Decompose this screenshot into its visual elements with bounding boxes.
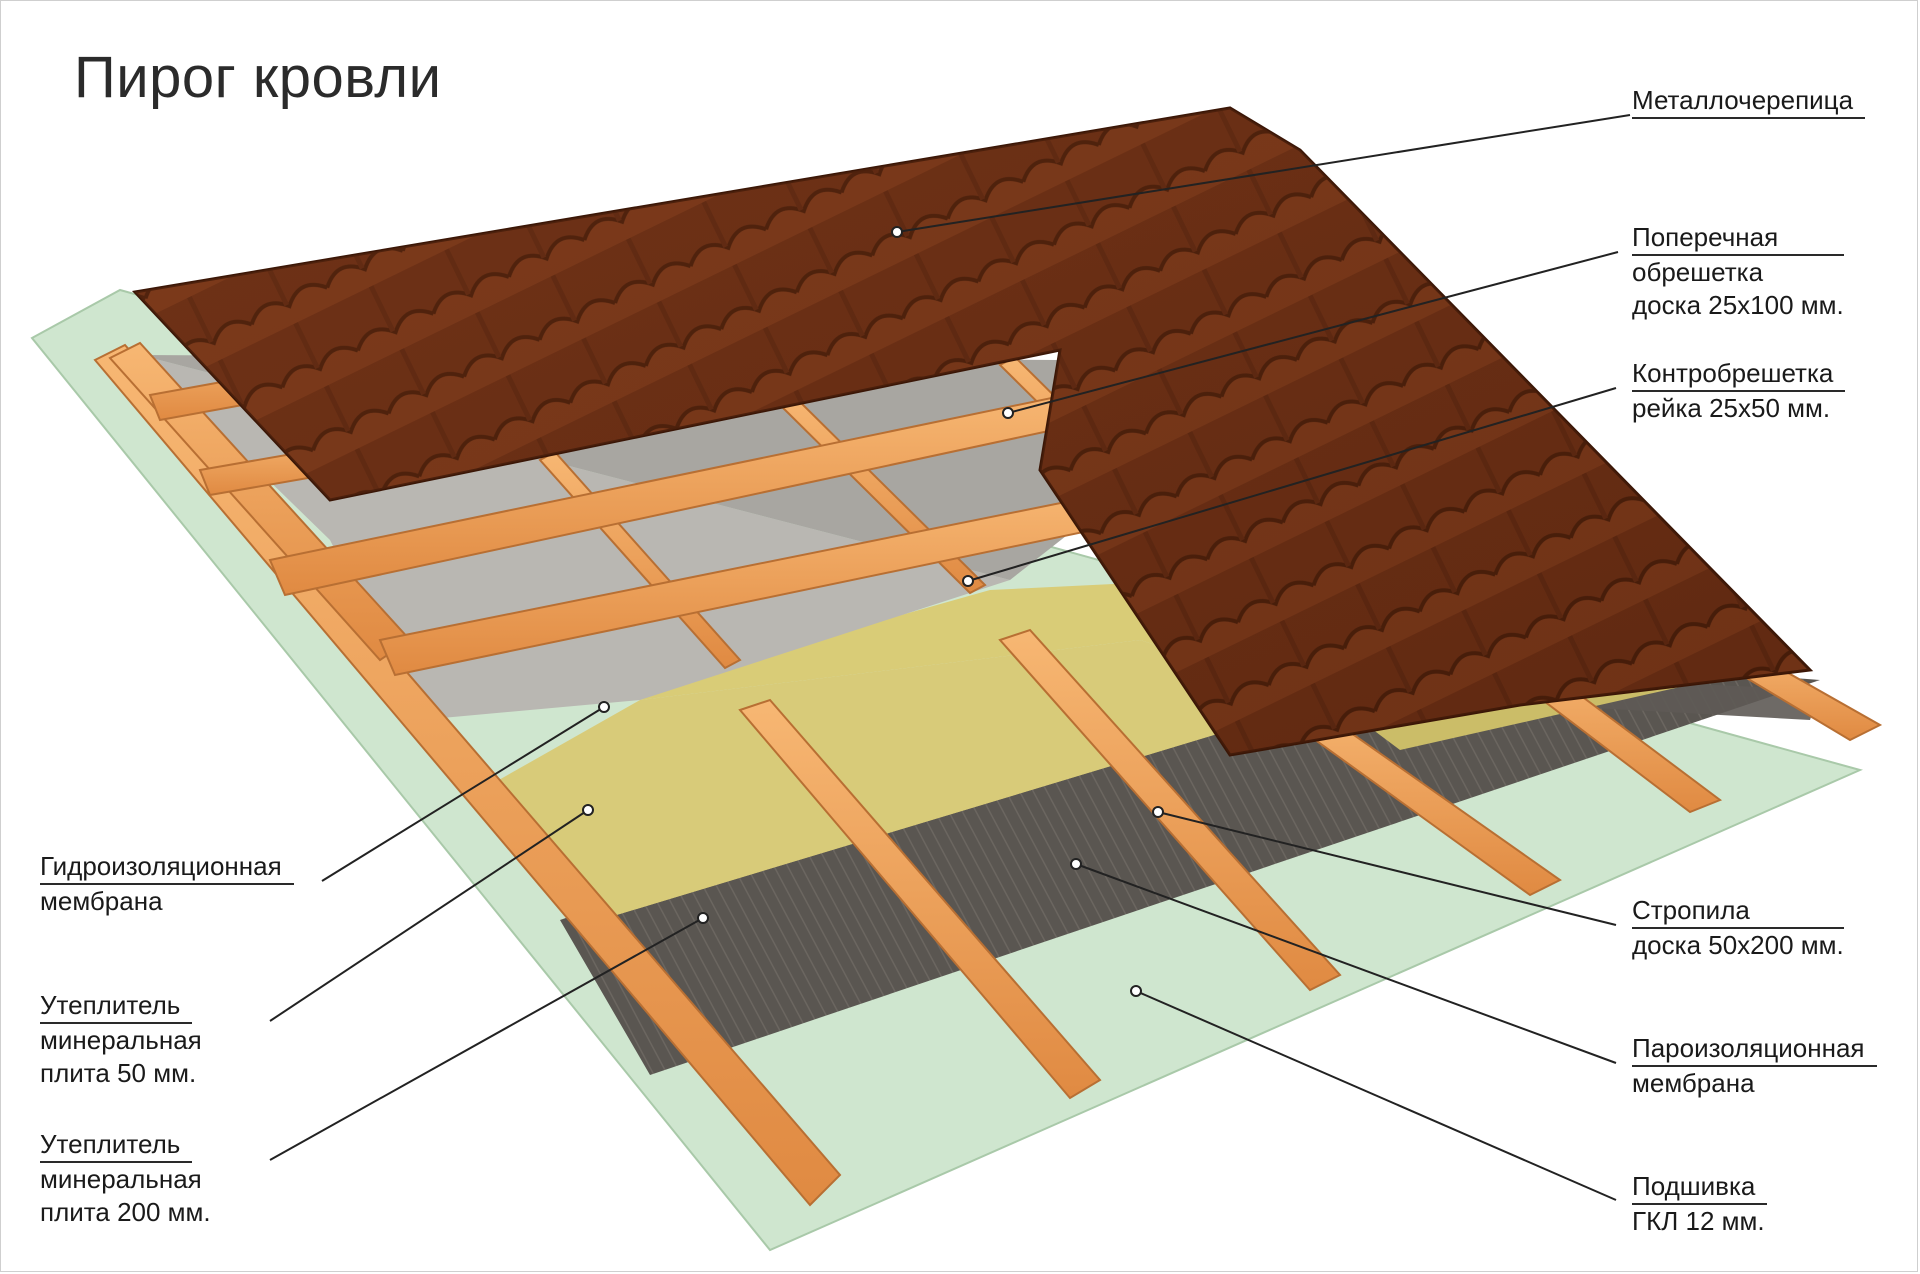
- label-line: минеральная: [40, 1024, 202, 1057]
- label-line: доска 50х200 мм.: [1632, 929, 1844, 962]
- label-line: минеральная: [40, 1163, 211, 1196]
- label-line: Подшивка: [1632, 1170, 1767, 1205]
- label-line: Металлочерепица: [1632, 84, 1865, 119]
- label-drywall: Подшивка ГКЛ 12 мм.: [1632, 1170, 1767, 1238]
- label-line: Контробрешетка: [1632, 357, 1845, 392]
- label-waterproof-membrane: Гидроизоляционная мембрана: [40, 850, 294, 918]
- label-line: Утеплитель: [40, 1128, 192, 1163]
- label-line: Гидроизоляционная: [40, 850, 294, 885]
- label-metal-tile: Металлочерепица: [1632, 84, 1865, 119]
- label-line: ГКЛ 12 мм.: [1632, 1205, 1767, 1238]
- label-line: обрешетка: [1632, 256, 1844, 289]
- label-line: Поперечная: [1632, 221, 1844, 256]
- label-line: плита 200 мм.: [40, 1196, 211, 1229]
- label-insulation-50: Утеплитель минеральная плита 50 мм.: [40, 989, 202, 1090]
- label-counter-battens: Контробрешетка рейка 25х50 мм.: [1632, 357, 1845, 425]
- label-cross-battens: Поперечная обрешетка доска 25х100 мм.: [1632, 221, 1844, 322]
- label-vapor-membrane: Пароизоляционная мембрана: [1632, 1032, 1877, 1100]
- label-line: доска 25х100 мм.: [1632, 289, 1844, 322]
- label-line: Стропила: [1632, 894, 1844, 929]
- label-line: Утеплитель: [40, 989, 192, 1024]
- label-line: мембрана: [40, 885, 294, 918]
- label-rafters: Стропила доска 50х200 мм.: [1632, 894, 1844, 962]
- label-line: рейка 25х50 мм.: [1632, 392, 1845, 425]
- label-line: мембрана: [1632, 1067, 1877, 1100]
- label-line: плита 50 мм.: [40, 1057, 202, 1090]
- diagram-title: Пирог кровли: [74, 44, 441, 111]
- label-line: Пароизоляционная: [1632, 1032, 1877, 1067]
- label-insulation-200: Утеплитель минеральная плита 200 мм.: [40, 1128, 211, 1229]
